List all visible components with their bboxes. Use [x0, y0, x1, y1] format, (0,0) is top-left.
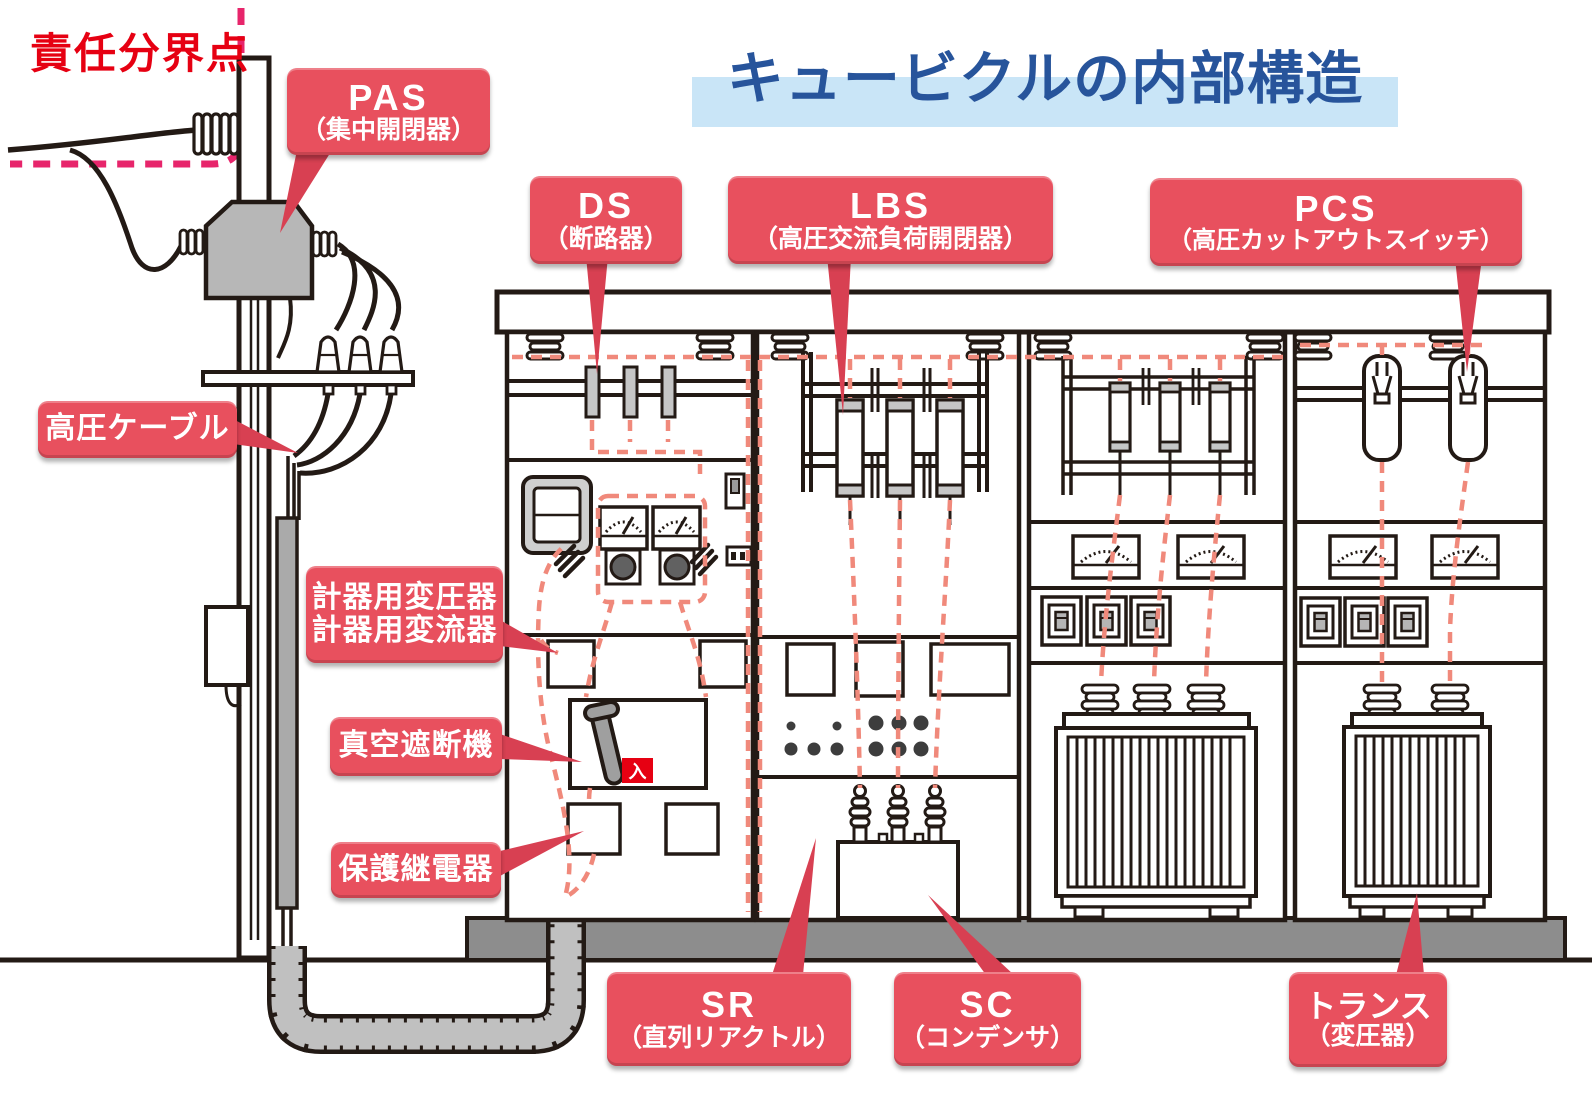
callout-meter-tr-line1: 計器用変圧器: [311, 581, 498, 615]
relay-box: [546, 639, 596, 689]
ds-blades: [584, 365, 677, 419]
page-title: キュービクルの内部構造: [726, 47, 1364, 111]
callout-pcs-sub: （高圧カットアウトスイッチ）: [1168, 227, 1504, 255]
callout-sr-sub: （直列リアクトル）: [617, 1023, 841, 1052]
relay-box: [698, 639, 748, 689]
cable-sheath-tail: [281, 908, 293, 946]
pole-meter-box: [204, 605, 250, 708]
callout-pas-abbr: PAS: [348, 76, 429, 118]
callout-relay: 保護継電器: [331, 842, 501, 898]
callout-trans-abbr: トランス: [1304, 987, 1432, 1024]
pcs-tail: [1455, 258, 1482, 372]
title-highlight-band: [692, 77, 1398, 127]
callout-ds: DS （断路器）: [530, 176, 682, 264]
callout-pas-sub: （集中開閉器）: [300, 116, 476, 145]
vcb-on-badge: 入: [622, 758, 653, 783]
callout-sc-sub: （コンデンサ）: [899, 1023, 1075, 1052]
pas-tail: [280, 150, 332, 233]
callout-tails: [233, 150, 1482, 975]
circuit-dashed-lines: [512, 342, 1490, 912]
callout-sc: SC （コンデンサ）: [894, 972, 1081, 1066]
callout-sr-abbr: SR: [700, 984, 757, 1026]
lbs-frame: [801, 352, 989, 498]
lbs-tail: [827, 256, 851, 415]
utility-pole: [236, 55, 272, 961]
callout-trans: トランス （変圧器）: [1289, 972, 1447, 1067]
vcb-tail: [500, 734, 582, 762]
callout-vcb-text: 真空遮断機: [338, 729, 494, 763]
trans-tail: [1396, 893, 1424, 975]
callout-cable: 高圧ケーブル: [38, 401, 237, 458]
callout-pcs: PCS （高圧カットアウトスイッチ）: [1150, 178, 1522, 266]
callout-ds-abbr: DS: [577, 185, 634, 227]
panel-1-equipment: [507, 365, 753, 856]
callout-ds-sub: （断路器）: [543, 224, 669, 253]
protective-relay-box: [566, 802, 622, 856]
dot-box: [725, 545, 753, 567]
callout-trans-sub: （変圧器）: [1305, 1022, 1431, 1051]
callout-pcs-abbr: PCS: [1294, 187, 1378, 229]
incoming-power-lines: [7, 127, 199, 272]
responsibility-boundary-label: 責任分界点: [30, 30, 251, 77]
sc-tail: [928, 895, 1014, 975]
callout-sc-abbr: SC: [959, 984, 1016, 1026]
small-toggle: [724, 472, 746, 510]
sc-capacitor: [836, 784, 960, 920]
transformer-3phase: [1054, 683, 1258, 919]
transformer-1phase: [1342, 683, 1492, 919]
pas-output-wires: [276, 241, 402, 359]
pas-device: [178, 199, 338, 301]
sr-tail: [772, 838, 816, 975]
relay-tail: [500, 831, 584, 876]
callout-vcb: 真空遮断機: [330, 717, 502, 776]
meter-tr-tail: [500, 620, 558, 653]
pole-top-bushing-icon: [192, 112, 240, 156]
callout-lbs-sub: （高圧交流負荷開閉器）: [752, 224, 1028, 253]
callout-cable-text: 高圧ケーブル: [45, 412, 230, 446]
ds-tail: [586, 256, 608, 374]
callout-lbs: LBS （高圧交流負荷開閉器）: [728, 176, 1053, 264]
vcb-unit: [568, 698, 708, 790]
indicator-lamps: [784, 715, 929, 757]
callout-relay-text: 保護継電器: [338, 852, 494, 886]
pas-side-coil-icon: [178, 228, 338, 258]
meter-window: [521, 475, 593, 555]
cubicle-base: [465, 916, 1567, 962]
high-voltage-cables: [286, 393, 394, 520]
cubicle-roof: [494, 289, 1552, 335]
relay-box: [785, 642, 836, 697]
callout-meter-tr-line2: 計器用変流器: [311, 613, 498, 647]
cable-sheath: [275, 516, 299, 910]
crossarm: [201, 335, 415, 396]
callout-pas: PAS （集中開閉器）: [287, 68, 490, 155]
relay-box: [929, 642, 1011, 697]
relay-box: [854, 640, 905, 698]
callout-sr: SR （直列リアクトル）: [607, 972, 851, 1066]
underground-conduit: [267, 897, 586, 1054]
cone-insulator-icon: [315, 335, 404, 374]
cable-tail: [233, 419, 298, 453]
callout-lbs-abbr: LBS: [850, 185, 931, 227]
protective-relay-box: [664, 802, 720, 856]
panel-3-equipment: [1029, 356, 1285, 919]
callout-meter-transformers: 計器用変圧器 計器用変流器: [306, 566, 503, 663]
